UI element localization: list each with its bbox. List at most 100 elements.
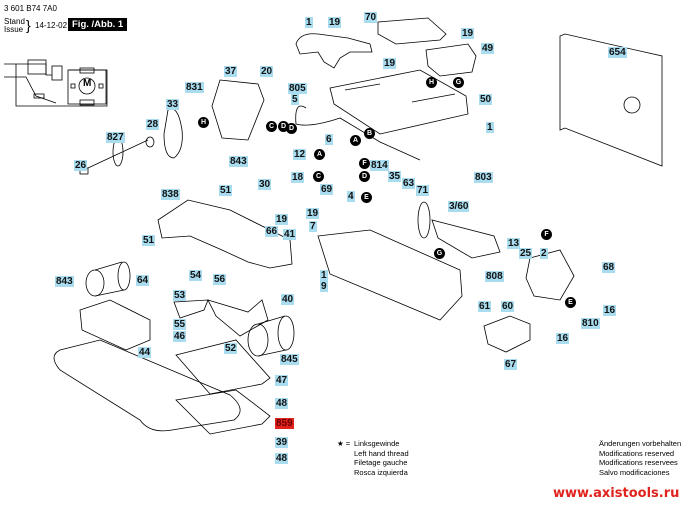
part-label-9[interactable]: 9: [320, 281, 328, 292]
part-label-28[interactable]: 28: [146, 119, 160, 130]
part-label-55[interactable]: 55: [173, 319, 187, 330]
part-label-25[interactable]: 25: [519, 248, 533, 259]
legend-line: Salvo modificaciones: [599, 467, 670, 477]
part-label-810[interactable]: 810: [581, 318, 600, 329]
part-label-69[interactable]: 69: [320, 184, 334, 195]
part-label-50[interactable]: 50: [479, 94, 493, 105]
part-label-37[interactable]: 37: [224, 66, 238, 77]
part-label-33[interactable]: 33: [166, 99, 180, 110]
part-label-814[interactable]: 814: [370, 160, 389, 171]
connector-marker-A: A: [314, 149, 325, 160]
part-label-6[interactable]: 6: [325, 134, 333, 145]
part-label-5[interactable]: 5: [291, 94, 299, 105]
part-label-64[interactable]: 64: [136, 275, 150, 286]
part-label-803[interactable]: 803: [474, 172, 493, 183]
part-label-63[interactable]: 63: [402, 178, 416, 189]
issue-date: 14-12-02: [35, 21, 68, 30]
legend-line: Rosca izquierda: [354, 467, 408, 477]
part-label-48[interactable]: 48: [275, 398, 289, 409]
part-label-41[interactable]: 41: [283, 229, 297, 240]
motor-symbol-label: M: [83, 78, 92, 89]
stand-label: Stand: [4, 17, 25, 26]
part-label-808[interactable]: 808: [485, 271, 504, 282]
part-number: 3 601 B74 7A0: [4, 4, 57, 13]
part-handle-cover: [295, 33, 373, 69]
connector-marker-F: F: [541, 229, 552, 240]
part-label-19[interactable]: 19: [461, 28, 475, 39]
part-label-61[interactable]: 61: [478, 301, 492, 312]
part-label-19[interactable]: 19: [383, 58, 397, 69]
connector-marker-A: A: [350, 135, 361, 146]
part-label-4[interactable]: 4: [347, 191, 355, 202]
part-label-46[interactable]: 46: [173, 331, 187, 342]
connector-marker-B: B: [364, 128, 375, 139]
part-label-831[interactable]: 831: [185, 82, 204, 93]
part-label-13[interactable]: 13: [507, 238, 521, 249]
part-label-2[interactable]: 2: [540, 248, 548, 259]
part-label-71[interactable]: 71: [416, 185, 430, 196]
part-label-1[interactable]: 1: [320, 270, 328, 281]
part-label-654[interactable]: 654: [608, 47, 627, 58]
connector-marker-G: G: [453, 77, 464, 88]
part-label-843[interactable]: 843: [55, 276, 74, 287]
wiring-schematic: [4, 59, 108, 107]
legend-line: Änderungen vorbehalten: [599, 439, 682, 448]
part-label-18[interactable]: 18: [291, 172, 305, 183]
part-label-16[interactable]: 16: [556, 333, 570, 344]
legend-right: Änderungen vorbehalten Modifications res…: [599, 439, 681, 477]
part-label-48[interactable]: 48: [275, 453, 289, 464]
part-label-3-60[interactable]: 3/60: [448, 201, 470, 212]
part-label-39[interactable]: 39: [275, 437, 289, 448]
connector-marker-G: G: [434, 248, 445, 259]
star-symbol: ★ =: [337, 439, 351, 448]
legend-line: Filetage gauche: [354, 458, 408, 467]
connector-marker-H: H: [198, 117, 209, 128]
part-label-19[interactable]: 19: [275, 214, 289, 225]
legend-line: Left hand thread: [354, 448, 409, 458]
connector-marker-E: E: [565, 297, 576, 308]
part-label-35[interactable]: 35: [388, 171, 402, 182]
part-label-20[interactable]: 20: [260, 66, 274, 77]
part-label-16[interactable]: 16: [603, 305, 617, 316]
part-label-26[interactable]: 26: [74, 160, 88, 171]
part-label-30[interactable]: 30: [258, 179, 272, 190]
part-label-51[interactable]: 51: [142, 235, 156, 246]
issue-label: Issue: [4, 25, 24, 34]
brace: }: [26, 17, 31, 33]
watermark-link[interactable]: www.axistools.ru: [553, 486, 680, 501]
connector-marker-E: E: [361, 192, 372, 203]
part-label-49[interactable]: 49: [481, 43, 495, 54]
connector-marker-C: C: [313, 171, 324, 182]
part-label-51[interactable]: 51: [219, 185, 233, 196]
legend-line: Linksgewinde: [354, 439, 400, 448]
part-label-56[interactable]: 56: [213, 274, 227, 285]
legend-line: Modifications reserved: [599, 448, 675, 458]
part-label-40[interactable]: 40: [281, 294, 295, 305]
part-label-66[interactable]: 66: [265, 226, 279, 237]
part-label-12[interactable]: 12: [293, 149, 307, 160]
part-label-70[interactable]: 70: [364, 12, 378, 23]
part-label-859[interactable]: 859: [275, 418, 294, 429]
part-label-47[interactable]: 47: [275, 375, 289, 386]
part-label-827[interactable]: 827: [106, 132, 125, 143]
part-label-44[interactable]: 44: [138, 347, 152, 358]
connector-marker-D: D: [278, 121, 289, 132]
part-label-838[interactable]: 838: [161, 189, 180, 200]
part-label-67[interactable]: 67: [504, 359, 518, 370]
part-label-53[interactable]: 53: [173, 290, 187, 301]
part-label-60[interactable]: 60: [501, 301, 515, 312]
part-label-19[interactable]: 19: [306, 208, 320, 219]
part-label-68[interactable]: 68: [602, 262, 616, 273]
legend-line: Modifications reservees: [599, 458, 678, 467]
part-label-7[interactable]: 7: [309, 221, 317, 232]
part-label-1[interactable]: 1: [486, 122, 494, 133]
part-label-54[interactable]: 54: [189, 270, 203, 281]
part-label-1[interactable]: 1: [305, 17, 313, 28]
part-label-843[interactable]: 843: [229, 156, 248, 167]
part-label-52[interactable]: 52: [224, 343, 238, 354]
connector-marker-H: H: [426, 77, 437, 88]
part-label-19[interactable]: 19: [328, 17, 342, 28]
part-label-845[interactable]: 845: [280, 354, 299, 365]
part-label-805[interactable]: 805: [288, 83, 307, 94]
